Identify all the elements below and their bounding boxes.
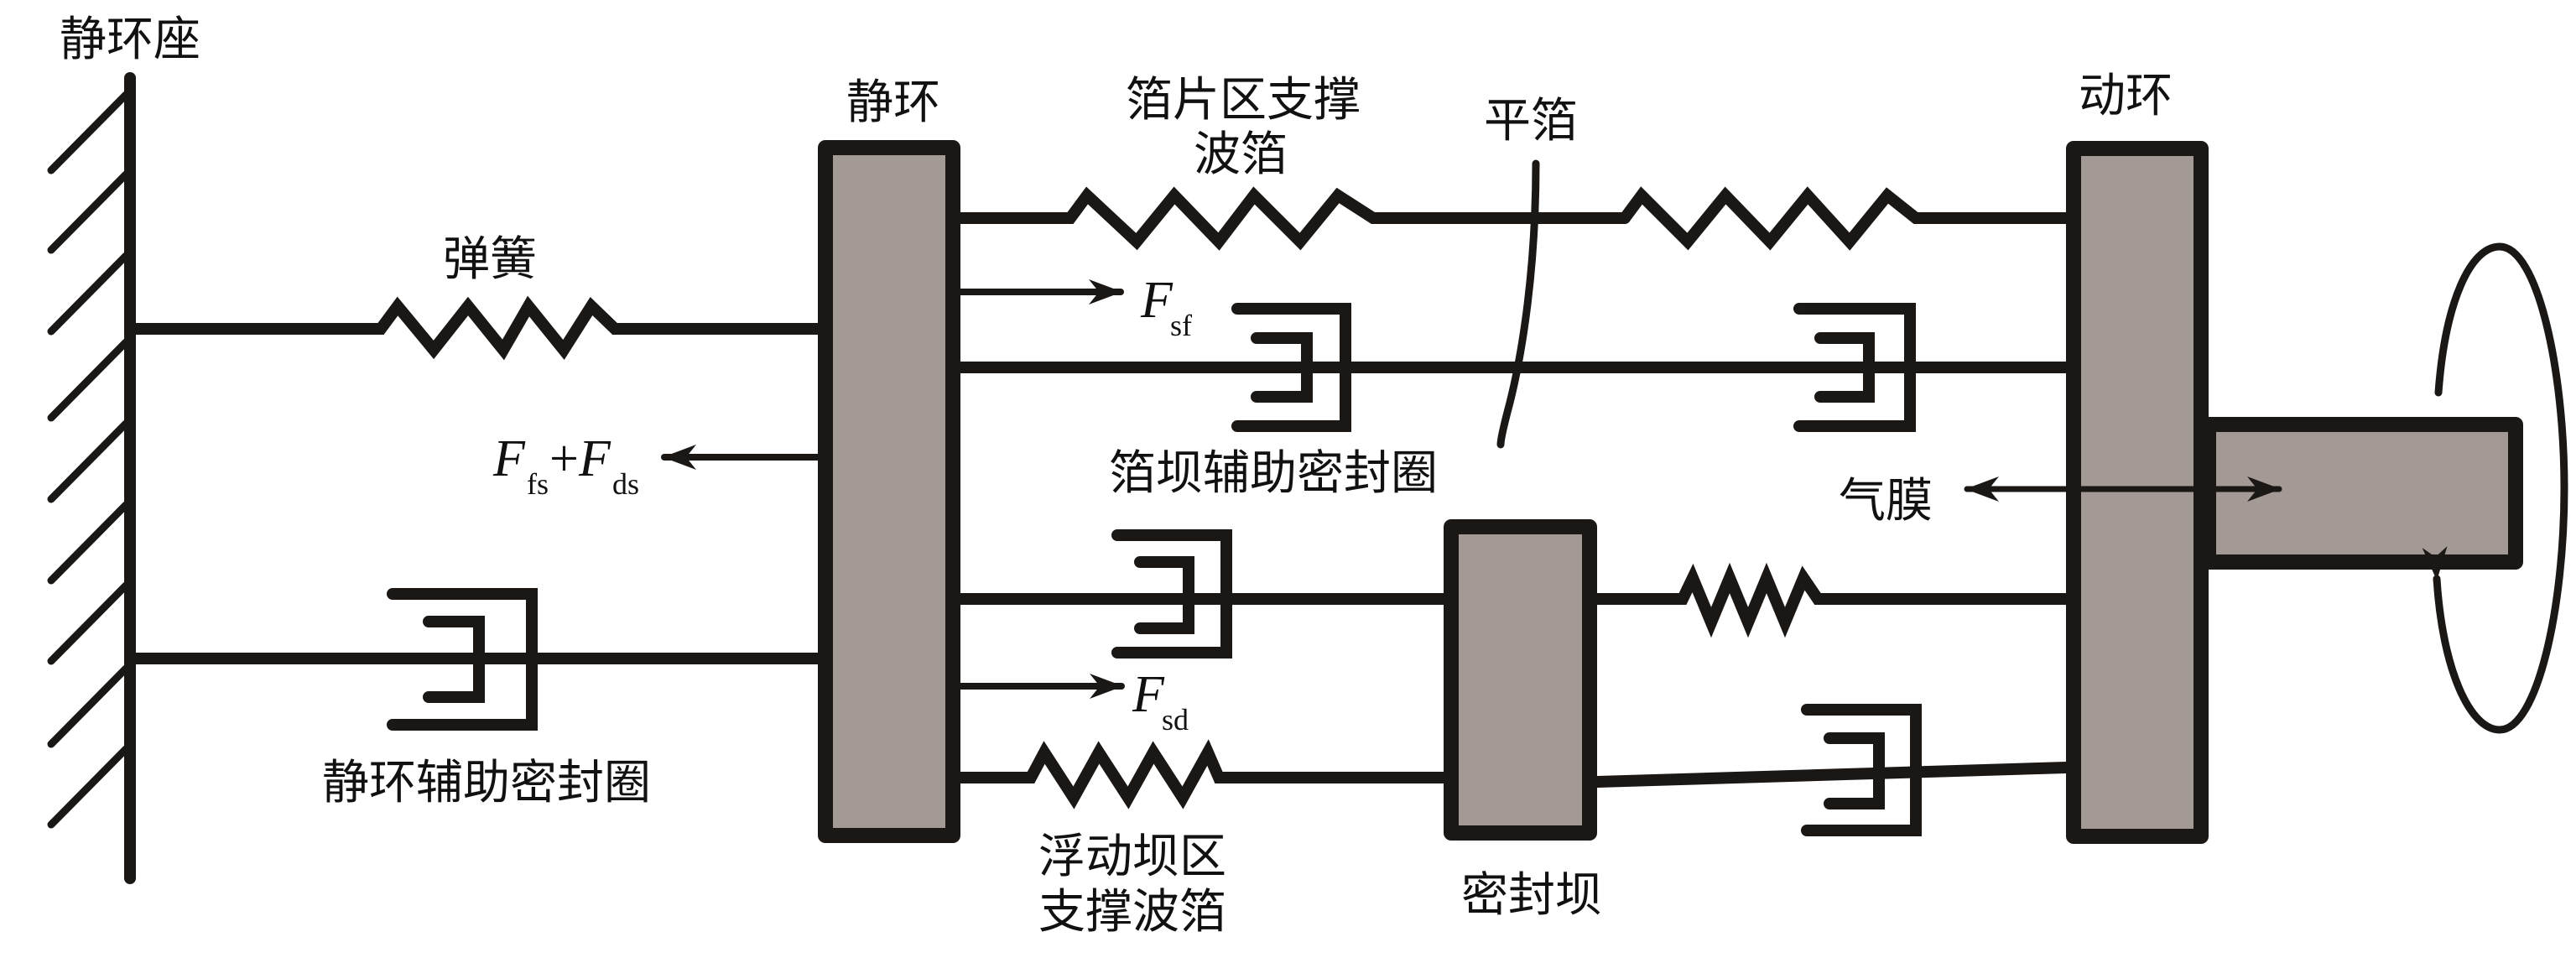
svg-text:+: + — [549, 430, 579, 487]
svg-text:sf: sf — [1170, 309, 1192, 342]
label-floating-dam-bump-1: 浮动坝区 — [1038, 830, 1226, 884]
label-foil-dam-seal: 箔坝辅助密封圈 — [1109, 446, 1438, 501]
svg-text:fs: fs — [527, 467, 549, 501]
foil-dam-seal-damper-1 — [1231, 303, 1351, 432]
label-flat-foil: 平箔 — [1484, 94, 1578, 148]
label-stator-seat: 静环座 — [60, 13, 200, 67]
svg-text:ds: ds — [612, 467, 639, 501]
label-rotor-ring: 动环 — [2079, 69, 2173, 123]
wall-hatch-line — [47, 664, 130, 748]
wall-hatch-line — [47, 419, 130, 503]
label-floating-dam-bump-2: 支撑波箔 — [1038, 885, 1226, 940]
wall-hatch-line — [47, 581, 130, 665]
floating-dam-bump-spring — [955, 739, 1449, 809]
label-gas-film: 气膜 — [1839, 474, 1933, 528]
label-static-ring-seal: 静环辅助密封圈 — [322, 756, 651, 810]
wall-hatch-line — [47, 252, 130, 336]
static-ring-secondary-seal-damper — [387, 588, 538, 731]
svg-text:F: F — [1132, 666, 1165, 723]
wall-hatch-line — [47, 501, 130, 585]
label-spring: 弹簧 — [443, 232, 537, 287]
svg-text:sd: sd — [1162, 703, 1189, 737]
wall-hatch-line — [47, 91, 130, 174]
dam-lower-link — [1591, 762, 2072, 788]
foil-bump-spring-1 — [955, 186, 1631, 251]
label-f-sd: F sd — [1132, 666, 1189, 737]
foil-dam-seal-damper-2 — [1793, 303, 1916, 432]
seal-dam-block — [1444, 519, 1597, 841]
wall-hatch-icon — [47, 91, 130, 829]
label-f-sf: F sf — [1140, 272, 1192, 342]
static-ring-block — [818, 140, 960, 843]
rotor-ring-block — [2066, 141, 2209, 844]
wall-hatch-line — [47, 338, 130, 422]
label-seal-dam: 密封坝 — [1461, 868, 1602, 923]
label-foil-support-bump-2: 波箔 — [1194, 128, 1288, 182]
wall-hatch-line — [47, 170, 130, 254]
dam-rotor-spring — [1591, 562, 2072, 638]
label-foil-support-bump-1: 箔片区支撑 — [1126, 73, 1361, 128]
dam-seal-damper-upper — [1111, 529, 1232, 658]
wall-hatch-line — [47, 745, 130, 829]
dam-seal-damper-lower — [1801, 704, 1922, 836]
svg-text:F: F — [578, 430, 611, 487]
stator-seat-wall — [47, 72, 136, 884]
flat-foil — [1496, 159, 1540, 449]
svg-text:F: F — [492, 430, 526, 487]
svg-text:F: F — [1140, 272, 1174, 329]
label-f-combined: F fs + F ds — [492, 430, 639, 501]
rotation-arrow-icon — [2422, 242, 2568, 734]
rotor-shaft-block — [2201, 417, 2523, 570]
label-static-ring: 静环 — [846, 75, 940, 130]
stator-spring — [124, 295, 824, 361]
foil-bump-spring-2 — [1619, 186, 2072, 251]
